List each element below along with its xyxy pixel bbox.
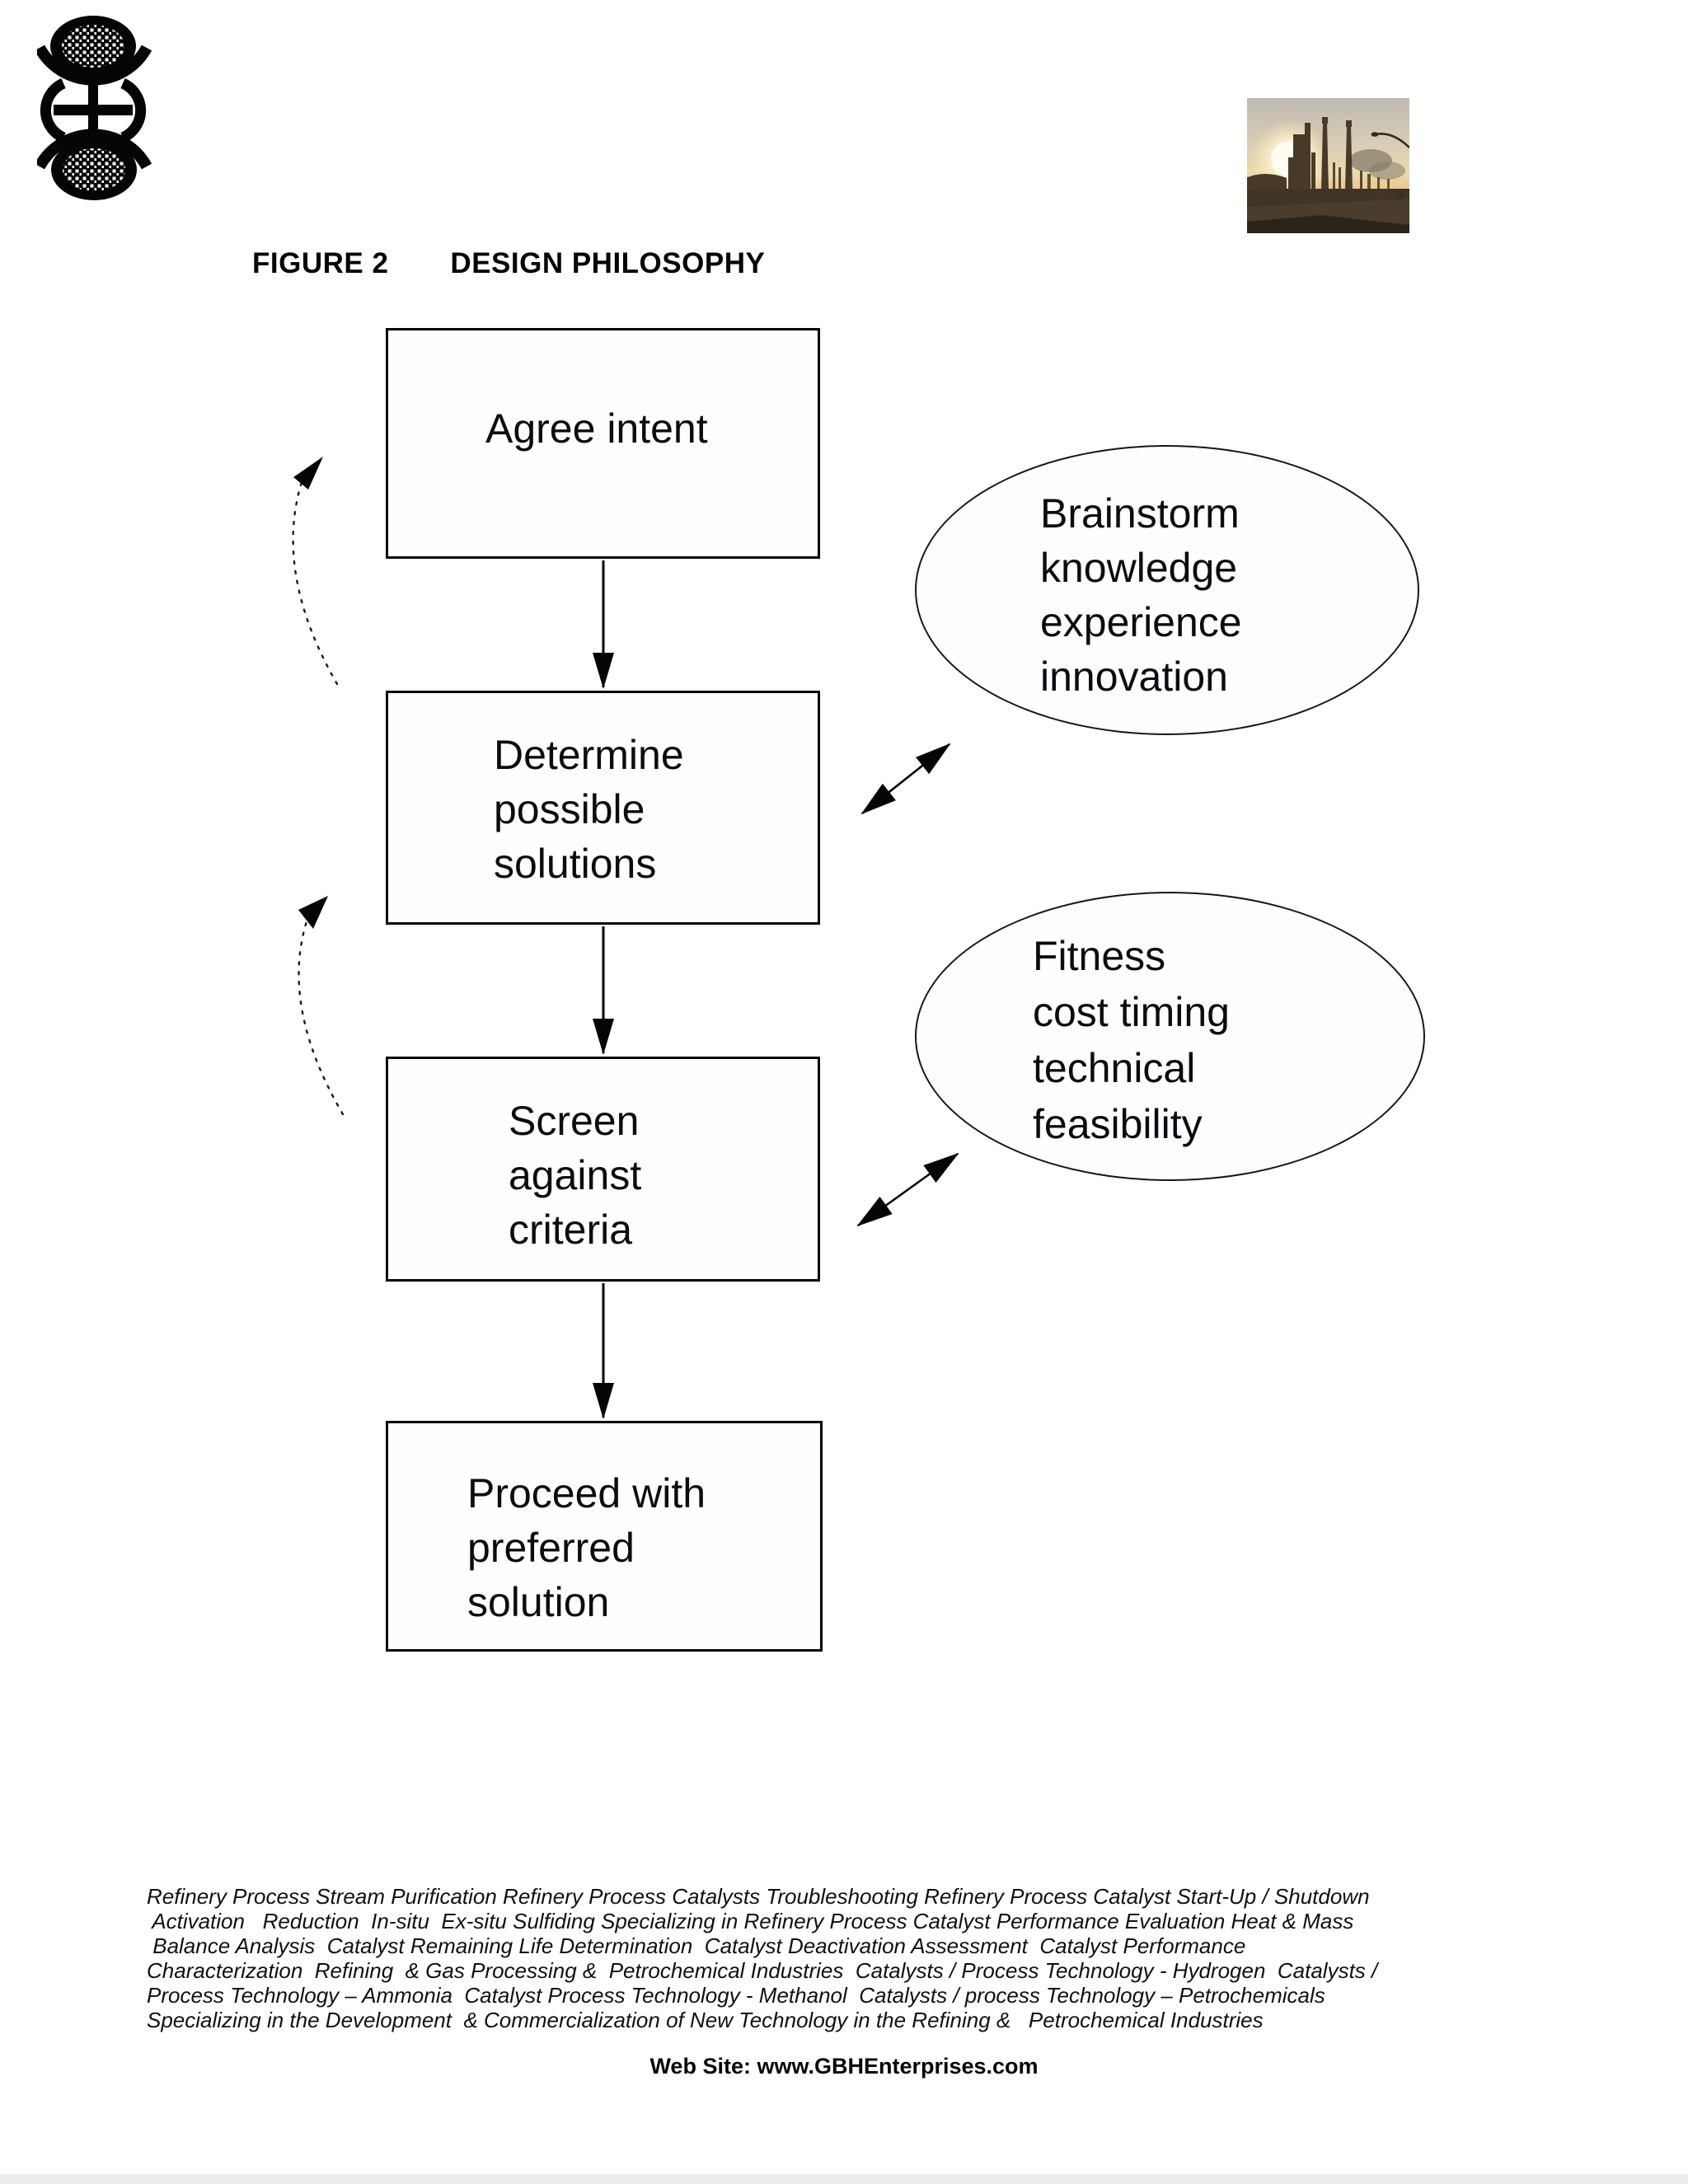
figure-name: DESIGN PHILOSOPHY xyxy=(450,247,766,279)
bubble-fitness-criteria: Fitness cost timing technical feasibilit… xyxy=(915,892,1425,1181)
footer-line: Specializing in the Development & Commer… xyxy=(147,2008,1264,2032)
website-line: Web Site: www.GBHEnterprises.com xyxy=(649,2054,1039,2079)
figure-title: FIGURE 2 DESIGN PHILOSOPHY xyxy=(252,247,765,280)
feedback-curve-determine-to-agree xyxy=(292,480,339,686)
footer-services-text: Refinery Process Stream Purification Ref… xyxy=(147,1884,1465,2032)
flowbox-text: solution xyxy=(467,1579,610,1625)
footer-line: Characterization Refining & Gas Processi… xyxy=(147,1958,1378,1983)
flowbox-text: Screen xyxy=(509,1098,640,1144)
flowbox-screen-criteria: Screen against criteria xyxy=(386,1057,820,1282)
footer-line: Process Technology – Ammonia Catalyst Pr… xyxy=(147,1983,1325,2008)
flowbox-text: criteria xyxy=(509,1207,633,1253)
bubble-text: technical xyxy=(1033,1045,1196,1091)
bubble-brainstorm: Brainstorm knowledge experience innovati… xyxy=(915,445,1419,735)
flowbox-proceed-solution: Proceed with preferred solution xyxy=(386,1421,823,1652)
bubble-text: experience xyxy=(1040,599,1242,645)
flowbox-text: Agree intent xyxy=(485,405,708,452)
feedback-arrowhead-lower xyxy=(298,896,328,929)
arrow-determine-brainstorm xyxy=(860,743,951,815)
bubble-text: feasibility xyxy=(1033,1101,1203,1147)
page-bottom-edge xyxy=(0,2174,1688,2184)
bubble-text: cost timing xyxy=(1033,989,1230,1035)
bubble-text: innovation xyxy=(1040,654,1228,700)
footer-line: Activation Reduction In-situ Ex-situ Sul… xyxy=(147,1909,1354,1933)
flowbox-text: against xyxy=(509,1152,642,1198)
footer-line: Refinery Process Stream Purification Ref… xyxy=(147,1884,1370,1909)
feedback-arrowhead-upper xyxy=(293,457,323,490)
bubble-text: Brainstorm xyxy=(1040,490,1240,537)
footer-line: Balance Analysis Catalyst Remaining Life… xyxy=(147,1933,1246,1958)
arrow-screen-fitness xyxy=(856,1152,959,1227)
flowbox-text: Proceed with xyxy=(467,1470,706,1516)
figure-label: FIGURE 2 xyxy=(252,247,389,279)
flowbox-text: Determine xyxy=(494,732,684,778)
bubble-text: Fitness xyxy=(1033,933,1166,979)
flowbox-determine-solutions: Determine possible solutions xyxy=(386,691,820,925)
flowbox-text: preferred xyxy=(467,1525,635,1571)
flowbox-agree-intent: Agree intent xyxy=(386,328,820,559)
feedback-curve-screen-to-determine xyxy=(298,920,345,1116)
flowbox-text: possible xyxy=(494,786,645,832)
gbh-emblem-icon xyxy=(34,12,152,206)
flowbox-text: solutions xyxy=(494,841,657,887)
bubble-text: knowledge xyxy=(1040,545,1238,591)
refinery-sunset-photo xyxy=(1245,98,1410,237)
